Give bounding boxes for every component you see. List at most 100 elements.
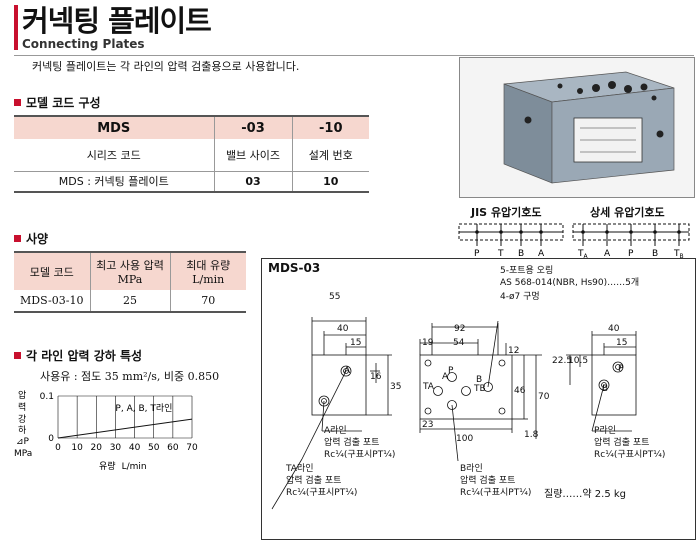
series-label: P, A, B, T라인	[115, 403, 172, 414]
jis-port-label: T	[497, 249, 504, 258]
dim-label: 15	[616, 338, 627, 348]
jis-port-label: P	[474, 249, 480, 258]
port-label: A	[344, 366, 351, 376]
dim-label: 40	[337, 324, 349, 334]
page-title: 커넥팅 플레이트	[22, 4, 212, 38]
drawing-model-label: MDS-03	[268, 261, 321, 275]
model-code-cell: MDS : 커넥팅 플레이트	[14, 171, 215, 192]
spec-value-row: MDS-03-10 25 70	[14, 290, 246, 312]
detail-port-label: TB	[673, 249, 684, 258]
header-divider	[14, 55, 694, 56]
model-code-cell: 10	[323, 174, 339, 188]
dim-label: 54	[453, 338, 465, 348]
series-line	[57, 418, 193, 439]
model-code-cell: 밸브 사이즈	[214, 139, 293, 171]
port-label: TB	[473, 384, 486, 394]
port-label: A	[442, 372, 449, 382]
bullet-square-icon	[14, 99, 21, 106]
jis-port-label: B	[518, 249, 524, 258]
dim-label: 100	[456, 434, 473, 444]
bullet-square-icon	[14, 235, 21, 242]
port-label: TA	[422, 382, 435, 392]
oring-note: AS 568-014(NBR, Hs90)……5개	[500, 277, 639, 288]
y-unit-label: MPa	[14, 449, 32, 459]
dim-label: 35	[390, 382, 401, 392]
port-label: B	[602, 384, 608, 394]
bullet-square-icon	[14, 352, 21, 359]
hole-note: 4-ø7 구멍	[500, 291, 540, 302]
x-tick-label: 70	[186, 443, 198, 453]
model-code-cell: MDS	[14, 116, 215, 139]
y-label-char: 력	[18, 401, 26, 413]
b-line-note: Rc¼(구표시PT¼)	[460, 487, 531, 498]
dimension-drawing-frame	[261, 258, 696, 540]
pressure-chart-heading: 각 라인 압력 강하 특성	[14, 347, 142, 364]
product-illustration	[503, 71, 675, 184]
x-tick-label: 0	[55, 443, 61, 453]
spec-header-cell: 모델 코드	[14, 252, 91, 290]
ta-line-note: 압력 검출 포트	[286, 474, 341, 486]
dim-label: 23	[422, 420, 433, 430]
intro-text: 커넥팅 플레이트는 각 라인의 압력 검출용으로 사용합니다.	[32, 60, 300, 73]
oring-note: 5-포트용 오링	[500, 264, 553, 276]
dim-label: 15	[350, 338, 361, 348]
jis-port-label: A	[538, 249, 545, 258]
port-label: P	[618, 364, 624, 374]
product-photo	[459, 57, 695, 198]
y-tick-label: 0.1	[40, 392, 54, 402]
p-line-note: Rc¼(구표시PT¼)	[594, 449, 665, 460]
model-code-cell: 03	[214, 171, 293, 192]
dim-label: 92	[454, 324, 465, 334]
dim-label: 16	[370, 372, 382, 382]
dim-label: 1.8	[524, 430, 539, 440]
p-line-note: 압력 검출 포트	[594, 436, 649, 448]
a-line-note: A라인	[324, 425, 347, 436]
model-code-cell: -03	[214, 116, 293, 139]
page-subtitle: Connecting Plates	[22, 37, 145, 51]
dim-label: 55	[329, 292, 340, 302]
port-label: P	[448, 366, 454, 376]
x-tick-label: 10	[71, 443, 83, 453]
x-tick-label: 50	[148, 443, 160, 453]
x-tick-label: 30	[110, 443, 122, 453]
y-label-char: 강	[18, 414, 26, 425]
model-code-heading: 모델 코드 구성	[14, 94, 101, 111]
hydraulic-symbols: P T B A TA A P B TB	[458, 223, 690, 258]
spec-heading: 사양	[14, 230, 48, 247]
a-line-note: 압력 검출 포트	[324, 436, 379, 448]
a-line-note: Rc¼(구표시PT¼)	[324, 449, 395, 460]
detail-port-label: P	[628, 249, 634, 258]
port-label: B	[476, 375, 482, 385]
dim-label: 19	[422, 338, 434, 348]
model-code-table: MDS -03 -10 시리즈 코드 밸브 사이즈 설계 번호 MDS : 커넥…	[14, 115, 369, 193]
ta-line-note: TA라인	[285, 463, 314, 474]
jis-symbol-title: JIS 유압기호도	[471, 206, 542, 219]
y-label-char: 압	[18, 389, 26, 401]
spec-cell: 25	[90, 290, 171, 312]
spec-cell: 70	[201, 294, 216, 307]
detail-port-label: A	[604, 249, 611, 258]
model-code-cell: 시리즈 코드	[14, 139, 215, 171]
dim-label: 46	[514, 386, 526, 396]
title-accent-bar	[14, 5, 18, 50]
x-tick-label: 20	[91, 443, 103, 453]
dim-label: 10.5	[568, 356, 588, 366]
y-tick-label: 0	[48, 434, 54, 444]
model-code-cell: 설계 번호	[308, 148, 353, 162]
detail-port-label: TA	[577, 249, 589, 258]
ta-line-note: Rc¼(구표시PT¼)	[286, 487, 357, 498]
weight-note: 질량……약 2.5 kg	[544, 488, 626, 500]
model-code-cell: -10	[292, 116, 369, 139]
oil-note: 사용유 : 점도 35 mm²/s, 비중 0.850	[40, 370, 220, 383]
b-line-note: 압력 검출 포트	[460, 474, 515, 486]
dimension-drawing: 55 40 15 16 35 92 54 19 12 46 70 23 100 …	[271, 264, 665, 510]
b-line-note: B라인	[460, 463, 483, 474]
y-label-char: ⊿P	[16, 437, 30, 447]
x-tick-label: 60	[167, 443, 179, 453]
dim-label: 70	[538, 392, 550, 402]
